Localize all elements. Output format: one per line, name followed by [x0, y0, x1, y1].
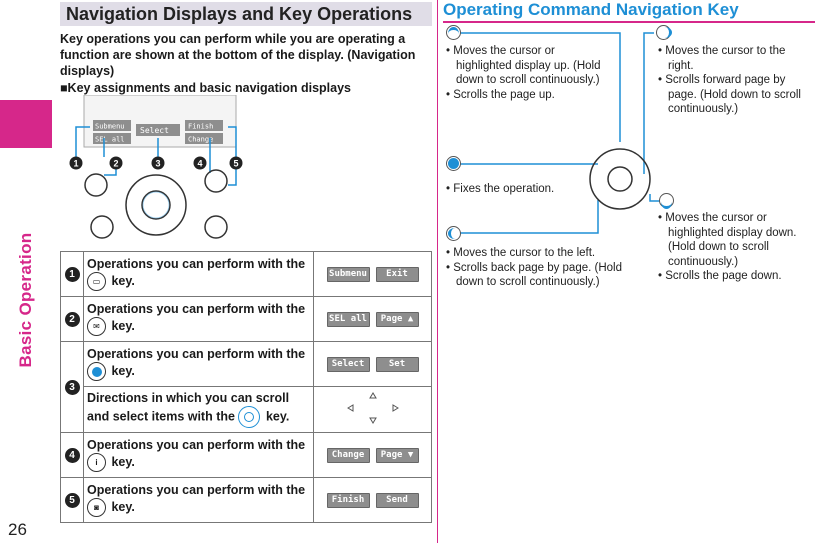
list-item: Scrolls the page down. [658, 269, 813, 284]
imode-key-icon: i [87, 453, 106, 472]
title-rule [443, 21, 815, 23]
row-key-word: key. [265, 409, 290, 424]
nav-display: Page ▲ [375, 311, 419, 327]
nav-display: Send [375, 492, 419, 508]
sidebar: Basic Operation 26 [0, 0, 52, 543]
nav-left-icon [446, 226, 461, 241]
nav-display: Page ▼ [375, 447, 419, 463]
up-description: Moves the cursor or highlighted display … [446, 44, 611, 102]
list-item: Scrolls back page by page. (Hold down to… [446, 261, 646, 290]
list-item: Scrolls forward page by page. (Hold down… [658, 73, 813, 117]
row-text: Operations you can perform with the [87, 483, 306, 497]
svg-text:1: 1 [73, 159, 78, 169]
menu-key-icon: ▭ [87, 272, 106, 291]
row-key-word: key. [111, 273, 135, 288]
table-row: 2 Operations you can perform with the ✉ … [60, 296, 432, 342]
section-heading: Navigation Displays and Key Operations [60, 2, 432, 26]
right-description: Moves the cursor to the right.Scrolls fo… [658, 44, 813, 117]
page-number: 26 [8, 520, 27, 539]
right-section-title: Operating Command Navigation Key [443, 0, 739, 19]
list-item: Moves the cursor to the left. [446, 246, 646, 261]
nav-key-diagram [460, 32, 666, 234]
list-item: Fixes the operation. [446, 182, 586, 197]
section-title: Basic Operation [16, 232, 35, 368]
row-number: 1 [64, 267, 80, 282]
nav-display: Exit [375, 266, 419, 282]
nav-up-icon [446, 25, 461, 40]
softkey-tl [93, 120, 131, 131]
keypad-illustration: Submenu SEL all Select Finish Change 1 2… [69, 95, 243, 239]
softkey-center [136, 124, 180, 136]
camera-key-icon: ◙ [87, 498, 106, 517]
svg-text:3: 3 [155, 159, 160, 169]
softkey-tr [185, 120, 223, 131]
softkey-center-label: Select [140, 126, 169, 135]
svg-text:4: 4 [197, 159, 202, 169]
row-text: Directions in which you can scroll and s… [87, 391, 290, 424]
nav-down-icon [659, 193, 674, 209]
list-item: Moves the cursor or highlighted display … [446, 44, 611, 88]
nav-center-icon [446, 156, 461, 171]
row-key-word: key. [111, 318, 135, 333]
mail-key-icon: ✉ [87, 317, 106, 336]
center-key-icon [87, 362, 106, 381]
subheading: ■Key assignments and basic navigation di… [60, 81, 351, 95]
list-item: Moves the cursor to the right. [658, 44, 813, 73]
row-number: 5 [64, 493, 80, 508]
nav-display: Submenu [326, 266, 370, 282]
nav-display: Finish [326, 492, 370, 508]
softkey-tr-label: Finish [188, 123, 213, 131]
list-item: Moves the cursor or highlighted display … [658, 211, 813, 269]
row-text: Operations you can perform with the [87, 438, 306, 452]
down-description: Moves the cursor or highlighted display … [658, 211, 813, 284]
row-text: Operations you can perform with the [87, 347, 306, 361]
section-tab-marker [0, 100, 52, 148]
table-row: 1 Operations you can perform with the ▭ … [60, 251, 432, 297]
softkey-bl-label: SEL all [95, 136, 125, 144]
nav-display: SEL all [326, 311, 370, 327]
list-item: Scrolls the page up. [446, 88, 611, 103]
nav-display: Change [326, 447, 370, 463]
table-row: 5 Operations you can perform with the ◙ … [60, 477, 432, 523]
left-description: Moves the cursor to the left.Scrolls bac… [446, 246, 646, 290]
intro-text: Key operations you can perform while you… [60, 32, 416, 78]
scroll-directions-icon [346, 392, 399, 424]
svg-text:2: 2 [113, 159, 118, 169]
nav-display: Select [326, 356, 370, 372]
row-number: 2 [64, 312, 80, 327]
table-row: 4 Operations you can perform with the i … [60, 432, 432, 478]
nav-key-icon [238, 406, 261, 428]
nav-display: Set [375, 356, 419, 372]
row-key-word: key. [111, 499, 135, 514]
softkey-bl [93, 133, 131, 144]
row-key-word: key. [111, 454, 135, 469]
svg-text:5: 5 [233, 159, 238, 169]
softkey-br-label: Change [188, 136, 213, 144]
row-number: 3 [64, 380, 80, 395]
table-row: Directions in which you can scroll and s… [61, 386, 432, 433]
nav-right-icon [656, 25, 672, 40]
row-text: Operations you can perform with the [87, 257, 306, 271]
left-column: Navigation Displays and Key Operations K… [60, 2, 432, 95]
operations-table: 1 Operations you can perform with the ▭ … [60, 251, 432, 523]
row-text: Operations you can perform with the [87, 302, 306, 316]
column-divider [437, 0, 438, 543]
row-key-word: key. [111, 363, 135, 378]
table-row: 3 Operations you can perform with the ke… [60, 341, 432, 433]
center-description: Fixes the operation. [446, 182, 586, 197]
row-number: 4 [64, 448, 80, 463]
softkey-br [185, 133, 223, 144]
softkey-tl-label: Submenu [95, 123, 125, 131]
